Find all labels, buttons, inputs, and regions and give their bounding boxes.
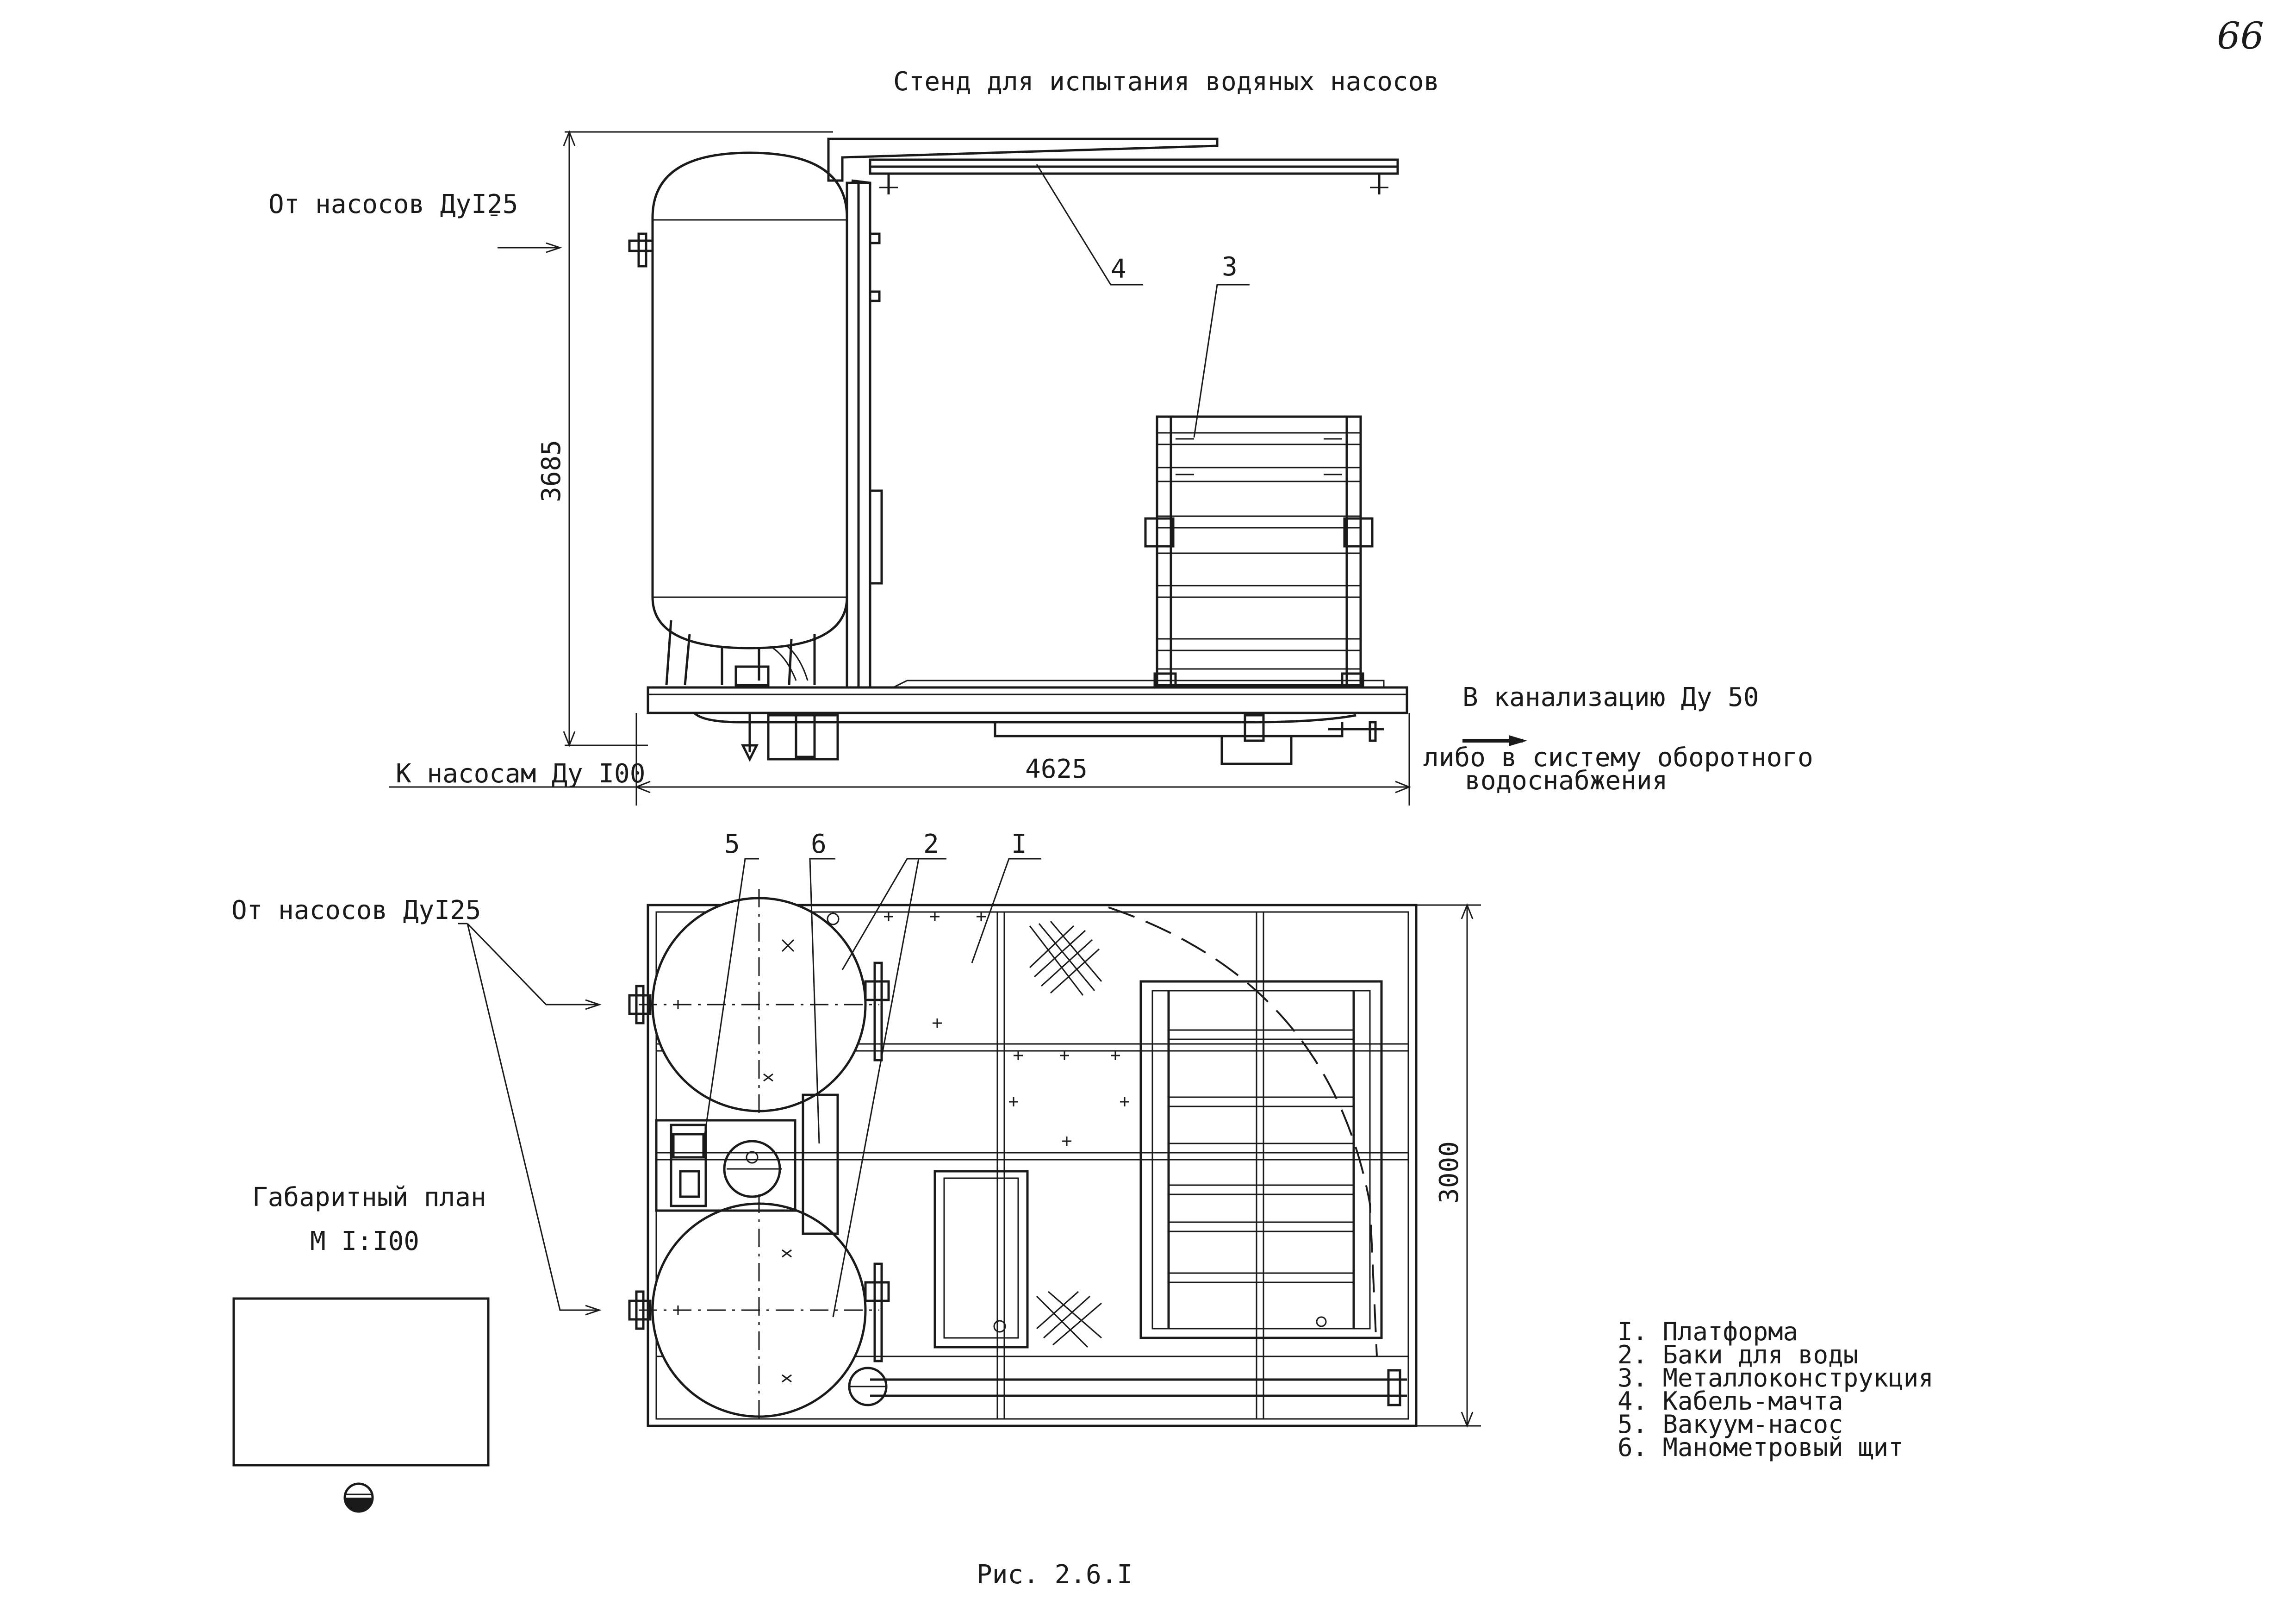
- key-plan-scale: М I:I00: [310, 1226, 419, 1256]
- plan-view: 3000 От насосов ДуI25 5 6 2 I: [231, 829, 1481, 1428]
- width-dimension: 3000: [1434, 1141, 1464, 1204]
- elevation-view: 3685 4625 От насосов ДуI25 К насосам Ду …: [268, 130, 1813, 806]
- drain-alt-line2: водоснабжения: [1465, 766, 1668, 796]
- platform-side: [647, 680, 1408, 765]
- elevation-dimensions: 3685 4625: [536, 130, 1412, 806]
- drawing-title: Стенд для испытания водяных насосов: [893, 67, 1439, 97]
- plan-dimensions: 3000: [1416, 903, 1481, 1428]
- drain-label: В канализацию Ду 50: [1462, 682, 1759, 712]
- elevation-inlet-label: От насосов ДуI25: [268, 189, 518, 219]
- drain-alt-line1: либо в систему оборотного: [1423, 743, 1813, 773]
- key-plan: Габаритный план М I:I00: [232, 1182, 490, 1513]
- manometer-panel: [802, 1093, 839, 1235]
- callout-3: 3: [1222, 252, 1238, 282]
- callout-6: 6: [811, 829, 827, 859]
- elevation-outlet-label: К насосам Ду I00: [396, 759, 645, 789]
- legend-item-1: I. Платформа: [1618, 1317, 1798, 1346]
- legend-item-5: 5. Вакуум-насос: [1618, 1410, 1843, 1439]
- cable-mast: [827, 137, 1399, 689]
- mast-swing-arc: [1108, 906, 1378, 1357]
- callout-4: 4: [1111, 254, 1126, 284]
- hatch-patch-top: [1029, 921, 1102, 996]
- hatch-patch-bottom: [1036, 1291, 1102, 1348]
- page-number: 66: [2217, 14, 2264, 57]
- plan-tank-top: [628, 889, 890, 1120]
- vacuum-pump: [655, 1119, 796, 1212]
- height-dimension: 3685: [536, 440, 566, 502]
- length-dimension: 4625: [1025, 754, 1088, 784]
- callout-1: I: [1011, 829, 1027, 859]
- north-symbol-icon: [343, 1482, 374, 1513]
- legend-item-2: 2. Баки для воды: [1618, 1340, 1858, 1369]
- metal-structure: [1144, 415, 1374, 689]
- legend: I. Платформа 2. Баки для воды 3. Металло…: [1618, 1317, 1934, 1462]
- plan-inlet-label: От насосов ДуI25: [231, 895, 481, 925]
- plan-basin: [933, 1170, 1029, 1349]
- plan-metal-structure: [1139, 980, 1383, 1339]
- legend-item-4: 4. Кабель-мачта: [1618, 1387, 1843, 1416]
- key-plan-title: Габаритный план: [252, 1182, 486, 1212]
- vertical-tank: [628, 151, 848, 687]
- plan-bolt-marks: [673, 912, 1129, 1383]
- plan-bottom-pipe: [848, 1367, 1407, 1406]
- callout-2: 2: [923, 829, 939, 859]
- legend-item-6: 6. Манометровый щит: [1618, 1433, 1904, 1462]
- figure-caption: Рис. 2.6.I: [977, 1560, 1132, 1590]
- legend-item-3: 3. Металлоконструкция: [1618, 1363, 1934, 1393]
- callout-5: 5: [724, 829, 740, 859]
